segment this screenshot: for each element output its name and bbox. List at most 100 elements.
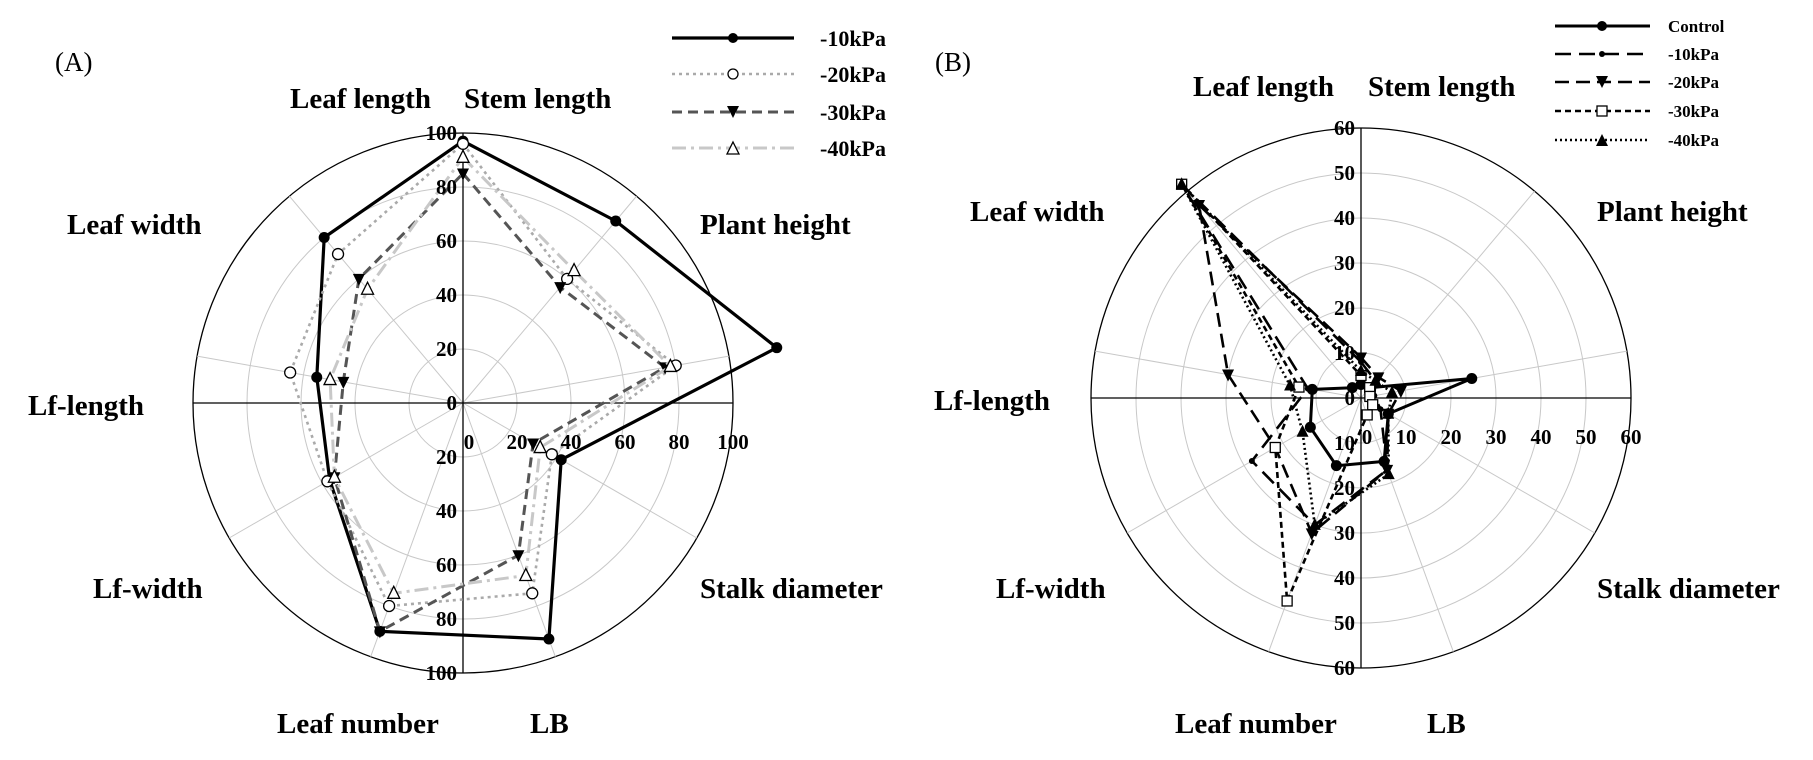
data-point xyxy=(456,137,470,150)
tick-label: 40 xyxy=(1334,206,1355,230)
tick-label: 50 xyxy=(1334,161,1355,185)
axis-labels-a: Leaf length Stem length Plant height Sta… xyxy=(28,83,883,740)
data-point xyxy=(382,599,396,613)
legend-item: -20kPa xyxy=(672,62,886,87)
tick-label: 20 xyxy=(1441,425,1462,449)
data-point xyxy=(327,468,342,483)
series-20kpa xyxy=(1193,199,1407,541)
legend-label: Control xyxy=(1668,17,1725,36)
radial-spoke xyxy=(462,195,637,404)
data-point xyxy=(1308,517,1321,530)
tick-label: 20 xyxy=(507,430,528,454)
legend-marker xyxy=(1596,76,1608,88)
tick-label: 100 xyxy=(426,661,458,685)
radial-spoke xyxy=(462,355,729,404)
data-point xyxy=(1367,399,1379,411)
axis-labels-b: Leaf length Stem length Plant height Sta… xyxy=(934,71,1780,740)
tick-label: 20 xyxy=(1334,476,1355,500)
tick-label: 80 xyxy=(436,607,457,631)
data-point xyxy=(555,454,567,466)
axis-label-stem-length: Stem length xyxy=(1368,71,1515,103)
tick-label: 10 xyxy=(1396,425,1417,449)
panel-label-b: (B) xyxy=(935,47,971,77)
radial-spoke xyxy=(1360,190,1535,399)
series-line xyxy=(328,155,672,595)
data-point xyxy=(1293,381,1305,393)
radial-spoke xyxy=(1360,397,1596,534)
legend-item: -10kPa xyxy=(672,26,886,51)
series-line xyxy=(1308,377,1474,468)
axis-label-plant-height: Plant height xyxy=(700,209,851,241)
data-point xyxy=(533,439,548,454)
data-point xyxy=(360,280,375,295)
data-point xyxy=(1355,352,1367,365)
panel-label-a: (A) xyxy=(55,47,92,77)
legend-item: -10kPa xyxy=(1555,45,1720,64)
tick-label: 50 xyxy=(1576,425,1597,449)
axis-label-lb: LB xyxy=(1427,708,1466,740)
tick-label: 100 xyxy=(717,430,749,454)
axis-label-lf-length: Lf-length xyxy=(28,390,144,422)
data-point xyxy=(1377,406,1384,413)
tick-label: 20 xyxy=(436,337,457,361)
tick-label: 60 xyxy=(436,229,457,253)
legend-marker xyxy=(1599,51,1605,57)
tick-label: 0 xyxy=(1362,425,1373,449)
data-point xyxy=(1346,382,1358,394)
tick-label: 40 xyxy=(1531,425,1552,449)
radar-series-b xyxy=(1175,177,1478,607)
data-point xyxy=(1361,409,1373,421)
data-point xyxy=(311,371,323,383)
legend-label: -20kPa xyxy=(820,62,886,87)
data-point xyxy=(527,438,540,451)
series-line xyxy=(1180,183,1374,603)
tick-label: 20 xyxy=(436,445,457,469)
legend-b: Control -10kPa -20kPa -30kPa -40kPa xyxy=(1555,17,1725,150)
axis-label-stem-length: Stem length xyxy=(464,83,611,115)
tick-label: 80 xyxy=(669,430,690,454)
legend-label: -10kPa xyxy=(1668,45,1720,64)
axis-label-leaf-length: Leaf length xyxy=(1193,71,1334,103)
legend-marker xyxy=(727,68,739,80)
data-point xyxy=(1386,385,1399,398)
data-point xyxy=(1394,385,1407,398)
tick-label: 0 xyxy=(447,391,458,415)
data-point xyxy=(1248,458,1255,464)
tick-label: 40 xyxy=(436,499,457,523)
tick-label: 100 xyxy=(426,121,458,145)
series-40kpa xyxy=(322,148,678,599)
data-point xyxy=(1284,378,1297,391)
data-point xyxy=(1330,460,1342,472)
tick-label: 60 xyxy=(1334,116,1355,140)
legend-item: -30kPa xyxy=(672,100,886,125)
tick-label: 30 xyxy=(1334,521,1355,545)
radar-chart-a: (A) 02020204040406060608080801001001000 … xyxy=(28,26,886,740)
tick-label: 60 xyxy=(1621,425,1642,449)
legend-marker xyxy=(1597,21,1607,31)
tick-label: 30 xyxy=(1334,251,1355,275)
radial-spoke xyxy=(1126,397,1362,534)
data-point xyxy=(1193,199,1206,212)
axis-label-plant-height: Plant height xyxy=(1597,196,1748,228)
data-point xyxy=(771,342,783,354)
radial-spoke xyxy=(1187,190,1362,399)
legend-item: -40kPa xyxy=(1555,131,1720,150)
radar-grid-b xyxy=(1090,127,1632,669)
legend-marker xyxy=(1596,134,1608,146)
tick-label: 40 xyxy=(436,283,457,307)
axis-label-stalk-diameter: Stalk diameter xyxy=(700,573,883,605)
tick-label: 60 xyxy=(1334,656,1355,680)
radial-spoke xyxy=(289,195,464,404)
data-point xyxy=(331,247,345,261)
data-point xyxy=(318,232,330,244)
radar-grid-a xyxy=(192,132,734,674)
data-point xyxy=(373,626,386,639)
legend-item: -40kPa xyxy=(672,136,886,161)
tick-label: 80 xyxy=(436,175,457,199)
series-40kpa xyxy=(1175,177,1399,530)
axis-label-leaf-width: Leaf width xyxy=(970,196,1105,228)
series-line xyxy=(288,142,678,608)
